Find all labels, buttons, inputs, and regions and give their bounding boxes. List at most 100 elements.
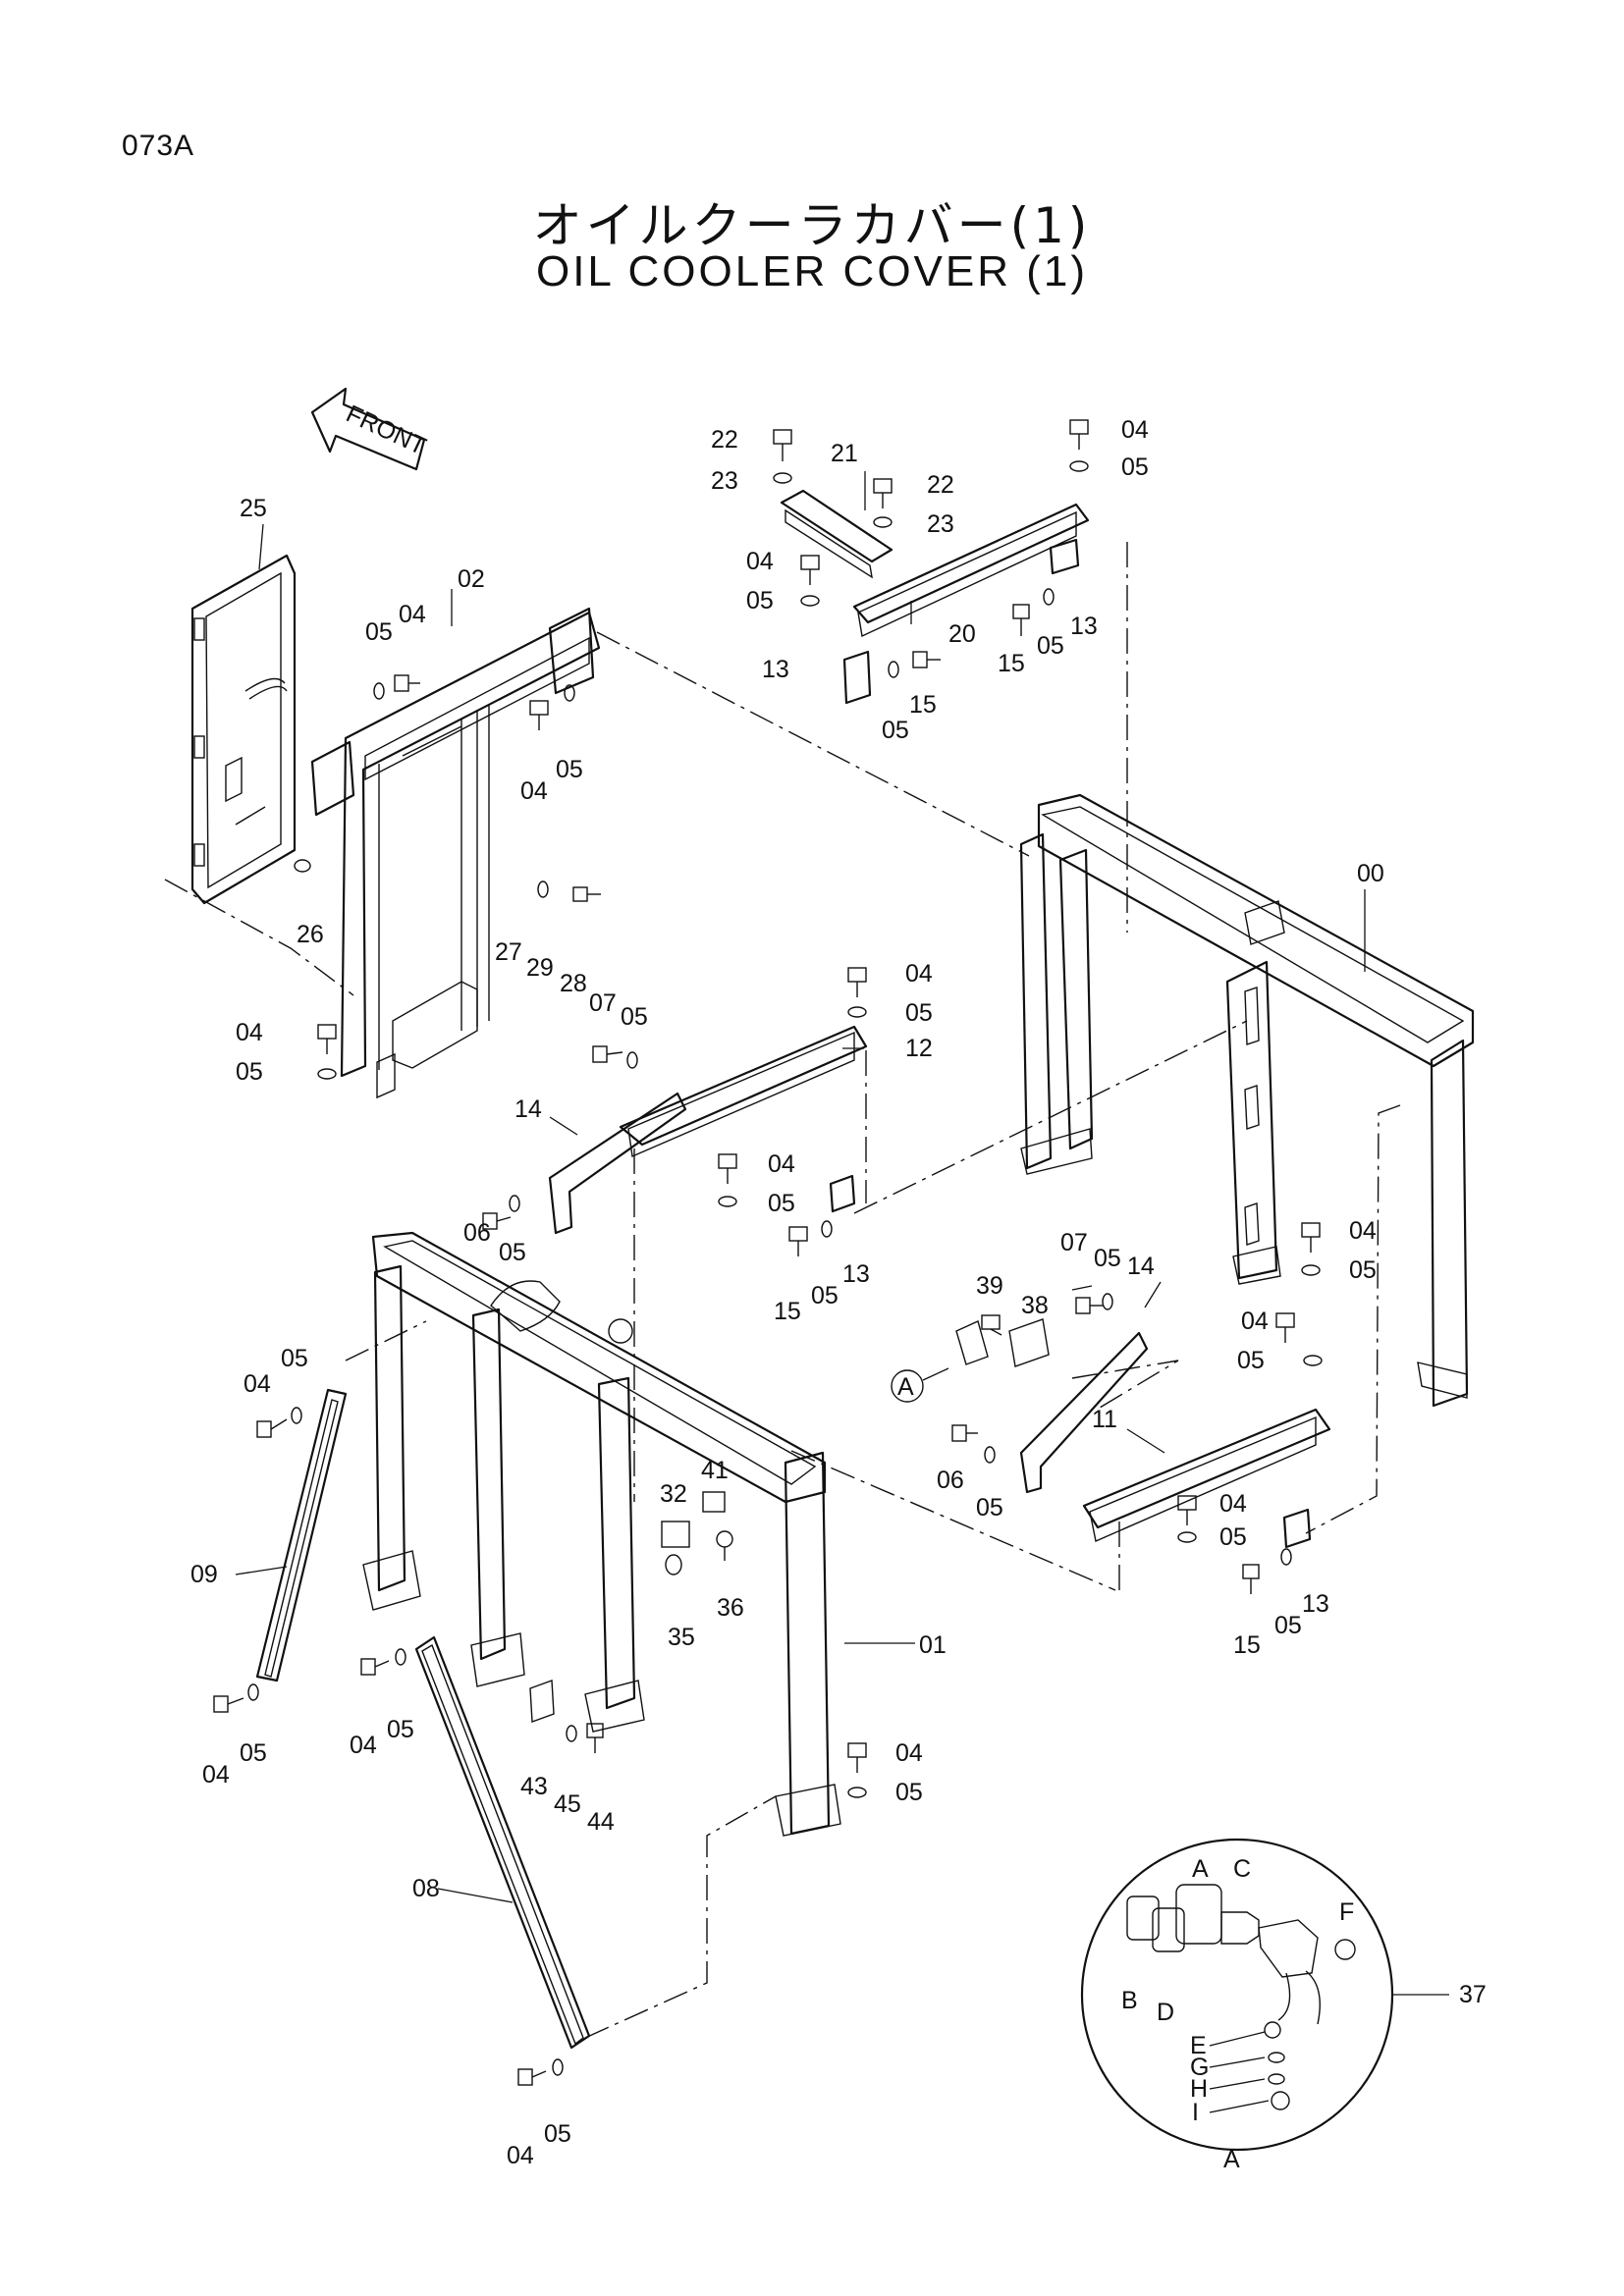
part-label-04: 04: [1219, 1490, 1247, 1518]
part-label-28: 28: [560, 970, 587, 997]
part-label-11: 11: [1092, 1406, 1117, 1433]
part-label-13: 13: [1302, 1590, 1329, 1618]
washer-icon: [564, 684, 575, 702]
hardware-glyphs: [213, 419, 1323, 2086]
part-label-32: 32: [660, 1480, 687, 1508]
washer-icon: [1301, 1264, 1321, 1276]
part-label-23: 23: [927, 510, 954, 538]
switch-32-icon: [661, 1521, 690, 1548]
part-label-05: 05: [1219, 1523, 1247, 1551]
part-label-20: 20: [948, 620, 976, 648]
part-label-05: 05: [499, 1239, 526, 1266]
washer-icon: [552, 2058, 564, 2076]
washer-icon: [395, 1648, 406, 1666]
part-label-06: 06: [463, 1219, 491, 1247]
washer-icon: [1069, 460, 1089, 472]
front-arrow-label: FRONT: [342, 400, 430, 460]
part-label-13: 13: [842, 1260, 870, 1288]
washer-icon: [984, 1446, 996, 1464]
page-code: 073A: [122, 130, 195, 162]
part-label-04: 04: [1241, 1308, 1269, 1335]
part-label-01: 01: [919, 1631, 947, 1659]
part-label-05: 05: [976, 1494, 1003, 1522]
part-label-04: 04: [905, 960, 933, 988]
washer-icon: [1303, 1355, 1323, 1366]
part-label-43: 43: [520, 1773, 548, 1800]
bracket-43-icon: [529, 1680, 555, 1723]
bolt-icon: [788, 1226, 808, 1256]
washer-icon: [537, 881, 549, 898]
assembly-guide-lines: [164, 542, 1401, 2039]
bolt-36-icon: [716, 1530, 733, 1561]
front-arrow-icon: FRONT: [310, 387, 430, 471]
part-label-05: 05: [746, 587, 774, 614]
part-label-13: 13: [1070, 613, 1098, 640]
bolt-icon: [1069, 419, 1089, 450]
switch-41-icon: [702, 1491, 726, 1513]
bolt-icon: [800, 555, 820, 585]
bolt-icon: [592, 1045, 623, 1063]
bolt-icon: [1275, 1312, 1295, 1343]
washer-icon: [1102, 1293, 1113, 1310]
bolt-icon: [912, 651, 941, 668]
part-label-05: 05: [1094, 1245, 1121, 1272]
detail-circle-label: A: [1223, 2146, 1240, 2173]
part-label-04: 04: [507, 2142, 534, 2169]
part-label-26: 26: [297, 921, 324, 948]
part-label-04: 04: [236, 1019, 263, 1046]
detail-label-c: C: [1233, 1855, 1251, 1883]
detail-label-b: B: [1121, 1987, 1138, 2014]
part-label-14: 14: [514, 1095, 542, 1123]
part-label-23: 23: [711, 467, 738, 495]
washer-icon: [509, 1195, 520, 1212]
bolt-icon: [951, 1424, 978, 1442]
bolt-icon: [317, 1024, 337, 1054]
detail-label-d: D: [1157, 1999, 1174, 2026]
bracket-38-icon: [1008, 1318, 1050, 1367]
detail-label-a: A: [1192, 1855, 1209, 1883]
bolt-icon: [1177, 1495, 1197, 1525]
part-label-05: 05: [1237, 1347, 1265, 1374]
part-number-labels: 00 01 02 04 05 04 05 04 05 04 05 04 05 0…: [190, 416, 1487, 2169]
bracket-14-left-drawing: [548, 1092, 687, 1235]
washer-icon: [847, 1006, 867, 1018]
bolt-icon: [1012, 604, 1030, 636]
bracket-14-right-drawing: [1019, 1331, 1149, 1494]
bolt-icon: [572, 886, 601, 902]
part-label-27: 27: [495, 938, 522, 966]
detail-label-g: G: [1190, 2054, 1209, 2081]
part-label-15: 15: [998, 650, 1025, 677]
detail-label-i: I: [1192, 2099, 1199, 2126]
part-label-39: 39: [976, 1272, 1003, 1300]
top-rail-20-drawing: [852, 503, 1090, 638]
bolt-icon: [213, 1695, 244, 1713]
page-title-english: OIL COOLER COVER (1): [535, 247, 1089, 295]
part-label-12: 12: [905, 1035, 933, 1062]
right-main-frame-drawing: [1019, 793, 1475, 1408]
part-label-05: 05: [365, 618, 393, 646]
bolt-icon: [517, 2068, 547, 2086]
bolt-icon: [773, 429, 792, 461]
bolt-icon: [1075, 1297, 1104, 1314]
bolt-icon: [847, 1742, 867, 1773]
bolt-icon: [1301, 1222, 1321, 1253]
part-label-05: 05: [281, 1345, 308, 1372]
leader-lines: [235, 471, 1366, 1903]
part-label-05: 05: [1349, 1256, 1377, 1284]
washer-icon: [317, 1068, 337, 1080]
part-label-07: 07: [1060, 1229, 1088, 1256]
part-label-05: 05: [768, 1190, 795, 1217]
part-label-09: 09: [190, 1561, 218, 1588]
detail-label-f: F: [1339, 1898, 1354, 1926]
diagonal-brace-09-drawing: [255, 1388, 348, 1682]
part-label-22: 22: [927, 471, 954, 499]
detail-a-labels: A B C D E F G H I A: [1121, 1855, 1354, 2173]
washer-icon: [294, 859, 311, 873]
detail-a-callout: [1080, 1838, 1449, 2152]
washer-icon: [800, 595, 820, 607]
bolt-icon: [1242, 1564, 1260, 1594]
washer-icon: [847, 1787, 867, 1798]
part-label-05: 05: [882, 717, 909, 744]
diagonal-brace-08-drawing: [414, 1635, 591, 2050]
part-label-05: 05: [621, 1003, 648, 1031]
